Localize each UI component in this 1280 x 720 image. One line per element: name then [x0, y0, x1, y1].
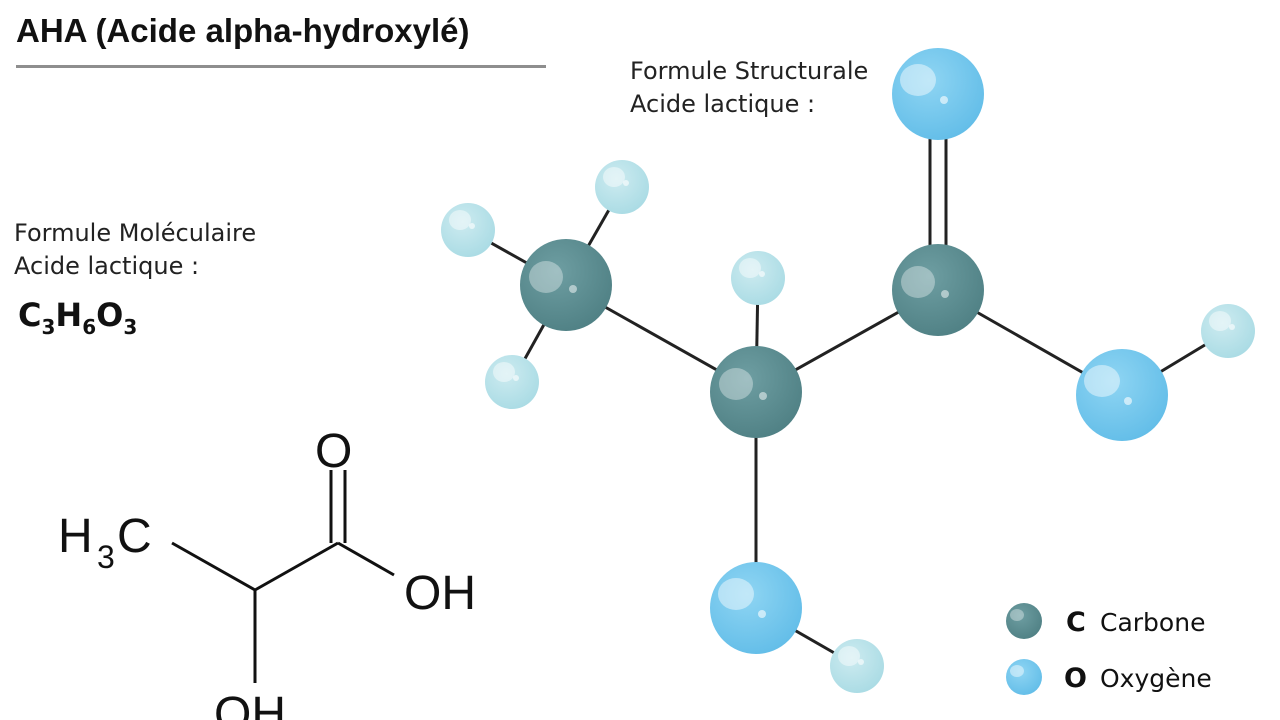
legend-oxygen-swatch [1006, 659, 1042, 695]
hydrogen-atom [441, 203, 495, 257]
legend-carbon-symbol: C [1066, 607, 1086, 638]
carbon-atom [892, 244, 984, 336]
molecular-formula-heading: Formule Moléculaire Acide lactique : [14, 217, 256, 283]
formula-h-count: 6 [82, 315, 97, 339]
hydrogen-atom [595, 160, 649, 214]
legend-oxygen-label: Oxygène [1100, 664, 1212, 693]
structural-heading-line2: Acide lactique : [630, 90, 816, 118]
molecular-heading-line1: Formule Moléculaire [14, 219, 257, 247]
skeletal-h3c-n: 3 [97, 539, 115, 575]
hydrogen-atom [1201, 304, 1255, 358]
legend-carbon-swatch [1006, 603, 1042, 639]
legend: C Carbone O Oxygène [1006, 603, 1212, 695]
legend-carbon-label: Carbone [1100, 608, 1205, 637]
skeletal-oh-bottom: OH [214, 688, 286, 720]
oxygen-atom [710, 562, 802, 654]
oxygen-atom [892, 48, 984, 140]
skeletal-bond-cooh [254, 541, 339, 592]
carbon-atom [520, 239, 612, 331]
formula-o: O [96, 296, 124, 334]
hydrogen-atom [731, 251, 785, 305]
oxygen-atom [1076, 349, 1168, 441]
title-underline [16, 65, 546, 68]
formula-h: H [55, 296, 83, 334]
skeletal-oh-right: OH [404, 567, 476, 620]
legend-oxygen-symbol: O [1064, 663, 1087, 694]
legend-item-carbon: C Carbone [1006, 603, 1205, 639]
legend-item-oxygen: O Oxygène [1006, 659, 1212, 695]
skeletal-bond-oh [337, 541, 395, 577]
formula-c: C [18, 296, 42, 334]
hydrogen-atom [485, 355, 539, 409]
skeletal-h3c-c: C [117, 510, 152, 563]
structural-formula-heading: Formule Structurale Acide lactique : [630, 55, 868, 121]
molecule-atoms [441, 48, 1255, 693]
molecular-heading-line2: Acide lactique : [14, 252, 200, 280]
skeletal-formula [171, 470, 395, 683]
formula-c-count: 3 [41, 315, 56, 339]
page-title: AHA (Acide alpha-hydroxylé) [16, 12, 470, 49]
structural-heading-line1: Formule Structurale [630, 57, 869, 85]
skeletal-o-top: O [315, 425, 352, 478]
hydrogen-atom [830, 639, 884, 693]
carbon-atom [710, 346, 802, 438]
molecular-formula: C3H6O3 [18, 296, 137, 339]
skeletal-h3c-h: H [58, 510, 93, 563]
formula-o-count: 3 [123, 315, 138, 339]
skeletal-bond-ch3 [171, 541, 256, 592]
